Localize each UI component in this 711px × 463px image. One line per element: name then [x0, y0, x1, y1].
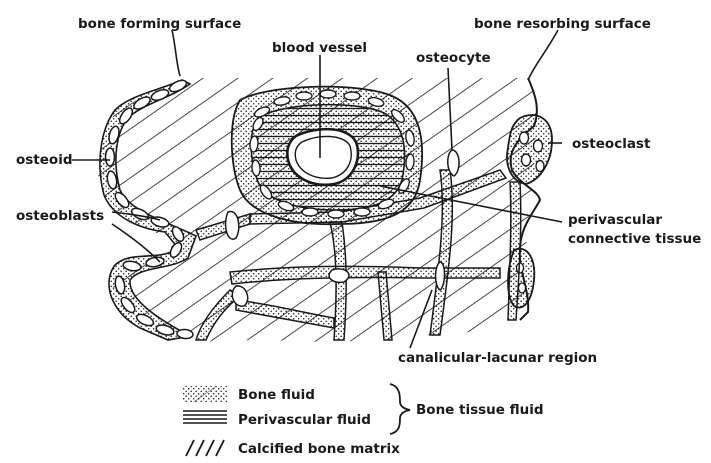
- label-canalicular-lacunar-region: canalicular-lacunar region: [398, 350, 597, 366]
- legend: Bone fluid Perivascular fluid Calcified …: [183, 384, 544, 457]
- legend-label-bone-tissue-fluid: Bone tissue fluid: [416, 402, 544, 418]
- label-perivascular: perivascular: [568, 212, 662, 228]
- legend-label-perivascular-fluid: Perivascular fluid: [238, 412, 371, 428]
- label-bone-forming-surface: bone forming surface: [78, 16, 241, 32]
- legend-brace: [390, 384, 410, 434]
- tissue-block: [98, 78, 552, 342]
- legend-label-bone-fluid: Bone fluid: [238, 387, 315, 403]
- legend-swatch-calcified-matrix: [186, 440, 224, 456]
- label-bone-resorbing-surface: bone resorbing surface: [474, 16, 651, 32]
- osteoclast-cell: [507, 115, 552, 184]
- legend-swatch-perivascular-fluid: [183, 411, 227, 423]
- label-osteoblasts: osteoblasts: [16, 208, 104, 224]
- legend-label-calcified-matrix: Calcified bone matrix: [238, 441, 400, 457]
- label-connective-tissue: connective tissue: [568, 231, 701, 247]
- label-osteoid: osteoid: [16, 152, 73, 168]
- label-osteoclast: osteoclast: [572, 136, 651, 152]
- label-osteocyte: osteocyte: [416, 50, 491, 66]
- label-blood-vessel: blood vessel: [272, 40, 367, 56]
